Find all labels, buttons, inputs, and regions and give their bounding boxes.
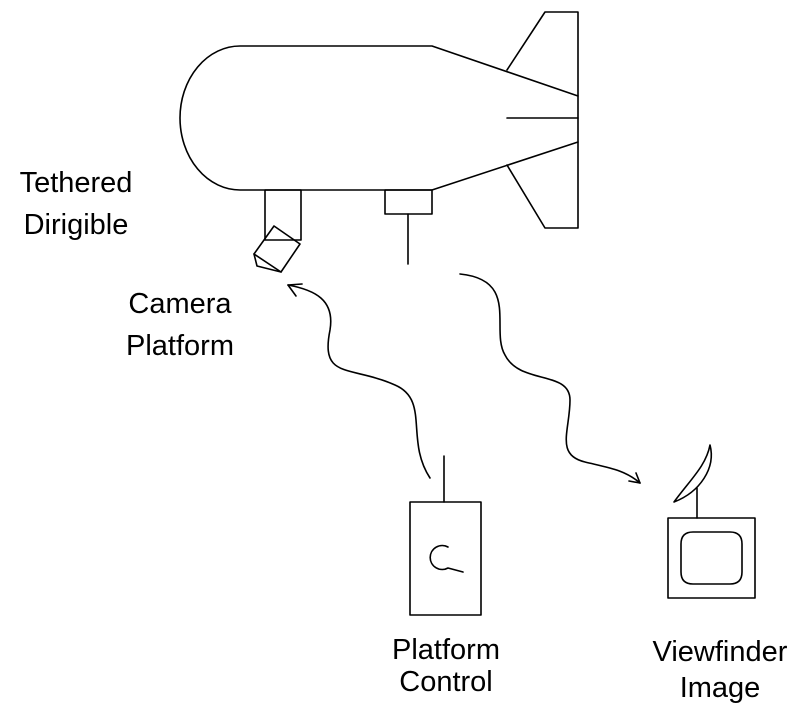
camera-platform-label-line1: Camera xyxy=(128,288,232,320)
camera-platform-label: Camera Platform xyxy=(108,283,252,367)
control-signal-arrow xyxy=(287,283,431,479)
platform-control-label-line1: Platform xyxy=(392,634,500,666)
platform-control-label: Platform Control xyxy=(374,634,518,698)
antenna-icon xyxy=(384,189,433,265)
platform-control-label-line2: Control xyxy=(399,666,493,698)
viewfinder-image-label-line2: Image xyxy=(679,672,761,704)
satellite-dish-icon xyxy=(673,444,713,519)
control-box-icon xyxy=(409,455,482,616)
image-signal-arrow xyxy=(459,273,641,484)
dirigible-icon xyxy=(179,11,579,229)
monitor-icon xyxy=(667,517,756,599)
dirigible-label: Tethered Dirigible xyxy=(0,162,152,246)
dirigible-label-line2: Dirigible xyxy=(23,209,129,241)
dirigible-label-line1: Tethered xyxy=(19,167,133,199)
camera-platform-label-line2: Platform xyxy=(126,330,234,362)
viewfinder-image-label: Viewfinder Image xyxy=(636,634,804,706)
viewfinder-image-label-line1: Viewfinder xyxy=(652,636,788,668)
camera-platform-icon xyxy=(253,189,302,273)
diagram-canvas: Tethered Dirigible Camera Platform Platf… xyxy=(0,11,787,704)
